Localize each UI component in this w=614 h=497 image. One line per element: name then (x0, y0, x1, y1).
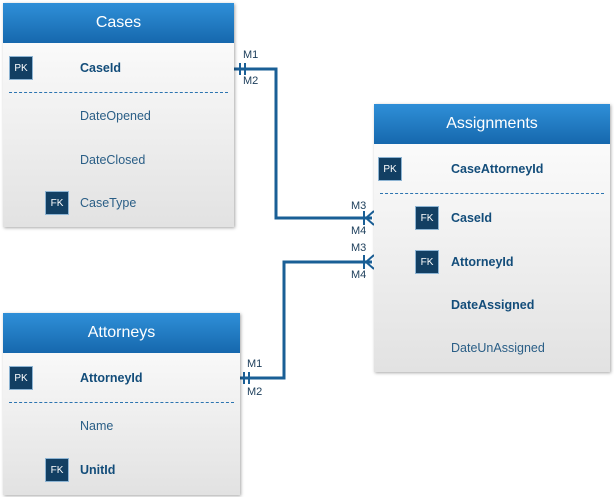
attribute-name: DateOpened (80, 109, 151, 123)
relationship-cases-assignments: M1 M2 M3 M4 (234, 49, 375, 237)
attribute-name: DateAssigned (451, 298, 535, 312)
crowfoot (365, 217, 375, 226)
attribute-name: CaseType (80, 196, 137, 210)
entity-cases[interactable]: Cases PK CaseId DateOpened DateClosed FK… (3, 3, 234, 227)
connector-line (234, 67, 372, 220)
key-divider (9, 92, 228, 93)
cardinality-label: M1 (243, 49, 258, 61)
entity-assignments[interactable]: Assignments PK CaseAttorneyId FK CaseId … (374, 104, 610, 372)
cardinality-label: M3 (351, 200, 366, 212)
attribute-name: CaseAttorneyId (451, 162, 544, 176)
attribute-name: AttorneyId (80, 371, 143, 385)
attribute-row[interactable]: FK CaseType (3, 190, 234, 216)
attribute-name: Name (80, 419, 114, 433)
attribute-name: UnitId (80, 463, 116, 477)
fk-badge: FK (415, 206, 439, 230)
attribute-row[interactable]: FK UnitId (3, 457, 240, 483)
entity-title: Attorneys (3, 313, 240, 353)
attribute-name: CaseId (451, 211, 492, 225)
cardinality-label: M2 (247, 386, 262, 398)
attribute-name: DateClosed (80, 153, 146, 167)
attribute-row[interactable]: FK CaseId (374, 205, 610, 231)
attribute-row[interactable]: DateClosed (3, 147, 234, 173)
attribute-name: AttorneyId (451, 255, 514, 269)
crowfoot (365, 254, 375, 263)
cardinality-label: M4 (351, 225, 366, 237)
attribute-name: CaseId (80, 61, 121, 75)
entity-title: Assignments (374, 104, 610, 144)
cardinality-label: M3 (351, 242, 366, 254)
key-divider (380, 193, 604, 194)
crowfoot (365, 210, 375, 219)
pk-row[interactable]: PK AttorneyId (3, 365, 240, 391)
attribute-row[interactable]: DateUnAssigned (374, 335, 610, 361)
fk-badge: FK (415, 250, 439, 274)
fk-badge: FK (45, 458, 69, 482)
connector-line (234, 260, 372, 380)
cardinality-label: M4 (351, 269, 366, 281)
attribute-row[interactable]: FK AttorneyId (374, 249, 610, 275)
attribute-row[interactable]: DateAssigned (374, 292, 610, 318)
crowfoot (365, 261, 375, 270)
pk-row[interactable]: PK CaseAttorneyId (374, 156, 610, 182)
entity-title: Cases (3, 3, 234, 43)
pk-badge: PK (378, 157, 402, 181)
relationship-attorneys-assignments: M1 M2 M3 M4 (234, 242, 375, 398)
entity-attorneys[interactable]: Attorneys PK AttorneyId Name FK UnitId (3, 313, 240, 495)
pk-badge: PK (9, 366, 33, 390)
pk-badge: PK (9, 56, 33, 80)
attribute-name: DateUnAssigned (451, 341, 545, 355)
attribute-row[interactable]: DateOpened (3, 103, 234, 129)
cardinality-label: M1 (247, 358, 262, 370)
attribute-row[interactable]: Name (3, 413, 240, 439)
fk-badge: FK (45, 191, 69, 215)
cardinality-label: M2 (243, 75, 258, 87)
key-divider (9, 402, 234, 403)
pk-row[interactable]: PK CaseId (3, 55, 234, 81)
